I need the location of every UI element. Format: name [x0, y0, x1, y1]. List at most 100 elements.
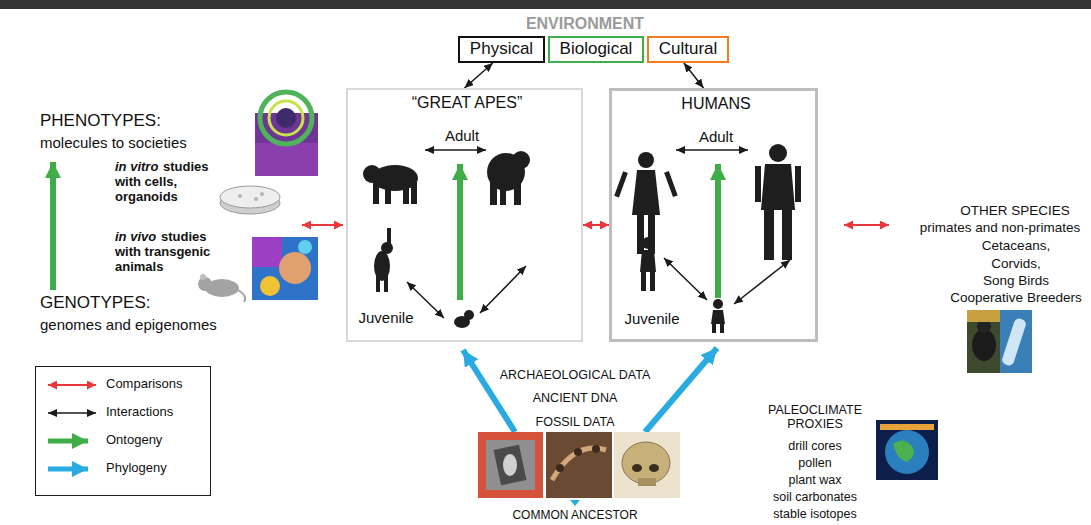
human-silhouettes: [638, 152, 654, 168]
tissue-image: [260, 92, 312, 144]
ape-silhouettes: [363, 151, 530, 328]
legend-label: Ontogeny: [106, 433, 162, 448]
ape-silhouettes: [384, 276, 388, 292]
interaction-arrows: [734, 260, 790, 304]
proxy-item: plant wax: [789, 473, 842, 487]
human-silhouettes: [764, 209, 774, 260]
petri-dish: [254, 197, 258, 201]
artifact-image: [478, 432, 543, 498]
connector-arrow: [465, 63, 493, 88]
skull-image: [614, 432, 680, 498]
interaction-arrows: [676, 149, 748, 151]
environment-box: Cultural: [647, 36, 729, 63]
box-label: Cultural: [659, 40, 718, 59]
collage-image: [279, 252, 311, 284]
species-image: [967, 310, 1032, 373]
tissue-image: [276, 108, 296, 128]
dna-image: [546, 432, 612, 498]
legend-frame: [36, 367, 211, 496]
tissue-image: [255, 92, 318, 176]
species-image: [967, 310, 1000, 322]
ontogeny-arrow: [715, 164, 721, 298]
group-heading: “GREAT APES”: [412, 94, 523, 112]
collage-image: [252, 237, 282, 267]
legend-label: Phylogeny: [106, 461, 167, 476]
collage-image: [298, 240, 312, 254]
artifact-image: [478, 432, 543, 498]
comparison-arrow: [844, 224, 889, 226]
ape-silhouettes: [403, 184, 409, 204]
dna-image: [592, 445, 600, 453]
human-silhouettes: [650, 271, 655, 291]
ancestor-label: COMMON ANCESTOR: [512, 509, 637, 523]
human-silhouettes: [761, 164, 795, 210]
skull-image: [632, 464, 642, 472]
dna-image: [546, 432, 612, 498]
data-source: ANCIENT DNA: [533, 391, 618, 405]
group-heading: HUMANS: [681, 95, 750, 113]
axis-note: molecules to societies: [40, 134, 187, 151]
data-source: ARCHAEOLOGICAL DATA: [500, 368, 651, 382]
species-item: primates and non-primates: [920, 220, 1081, 236]
dna-image: [556, 464, 564, 472]
petri-dish: [260, 192, 264, 196]
species-item: Cetaceans,: [982, 238, 1050, 254]
tissue-image: [269, 101, 303, 135]
data-source: FOSSIL DATA: [536, 415, 615, 429]
ancestor-pointer: [570, 500, 580, 506]
section-heading: ENVIRONMENT: [526, 15, 644, 33]
human-silhouettes: [720, 323, 724, 333]
human-silhouettes: [711, 310, 725, 324]
species-image: [972, 329, 996, 361]
method-note: studies with cells, organoids: [115, 160, 220, 205]
axis-note: genomes and epigenomes: [40, 316, 217, 333]
interaction-arrows: [425, 149, 486, 151]
skull-image: [649, 464, 659, 472]
ape-silhouettes: [514, 174, 521, 205]
species-image: [1001, 317, 1027, 366]
paleoclimate-image: [876, 420, 938, 480]
stage-label: Juvenile: [358, 310, 413, 327]
human-silhouettes: [795, 166, 801, 202]
artifact-image: [486, 440, 535, 490]
ape-silhouettes: [376, 276, 380, 292]
legend-label: Comparisons: [106, 377, 183, 392]
species-image: [967, 310, 1032, 373]
human-silhouettes: [755, 166, 761, 202]
species-item: Corvids,: [991, 256, 1041, 272]
paleoclimate-image: [876, 420, 938, 480]
collage-image: [252, 237, 318, 300]
petri-dish: [220, 186, 280, 214]
ontogeny-arrow: [50, 162, 56, 290]
mouse-image: [238, 290, 245, 302]
ape-silhouettes: [373, 180, 379, 204]
top-bar: [0, 0, 1091, 9]
human-silhouettes: [712, 323, 716, 333]
skull-image: [622, 442, 670, 484]
ape-silhouettes: [387, 228, 391, 250]
ape-silhouettes: [490, 176, 497, 205]
legend-sample: [48, 412, 96, 414]
proxy-item: stable isotopes: [773, 507, 856, 521]
collage-image: [260, 276, 280, 296]
human-silhouettes: [640, 250, 656, 272]
method-term: in vivo: [115, 230, 156, 245]
stage-label: Adult: [699, 129, 733, 146]
human-silhouettes: [632, 170, 660, 215]
legend-sample: [48, 384, 96, 386]
interaction-arrows: [480, 266, 526, 313]
petri-dish: [238, 194, 242, 198]
legend-label: Interactions: [106, 405, 173, 420]
stage-label: Juvenile: [624, 311, 679, 328]
ape-silhouettes: [411, 180, 417, 204]
environment-box: Biological: [548, 36, 644, 63]
mouse-image: [198, 274, 245, 302]
method-note: studies with transgenic animals: [115, 230, 220, 275]
group-box: HUMANS AdultJuvenile: [609, 88, 818, 342]
ontogeny-arrow: [457, 164, 463, 300]
comparison-arrow: [302, 224, 343, 226]
